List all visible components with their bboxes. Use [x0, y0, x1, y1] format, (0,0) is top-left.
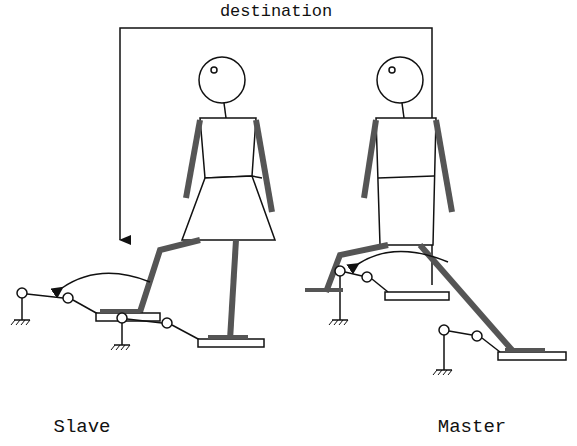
slave-figure	[140, 57, 275, 340]
master-figure	[326, 57, 512, 350]
figure-label: Master	[436, 416, 508, 438]
figure-label: Slave	[51, 416, 112, 438]
bracket-label: destination	[218, 2, 334, 21]
slave-pedal-mechanism	[11, 273, 264, 350]
master-pedal-mechanism	[305, 251, 566, 375]
